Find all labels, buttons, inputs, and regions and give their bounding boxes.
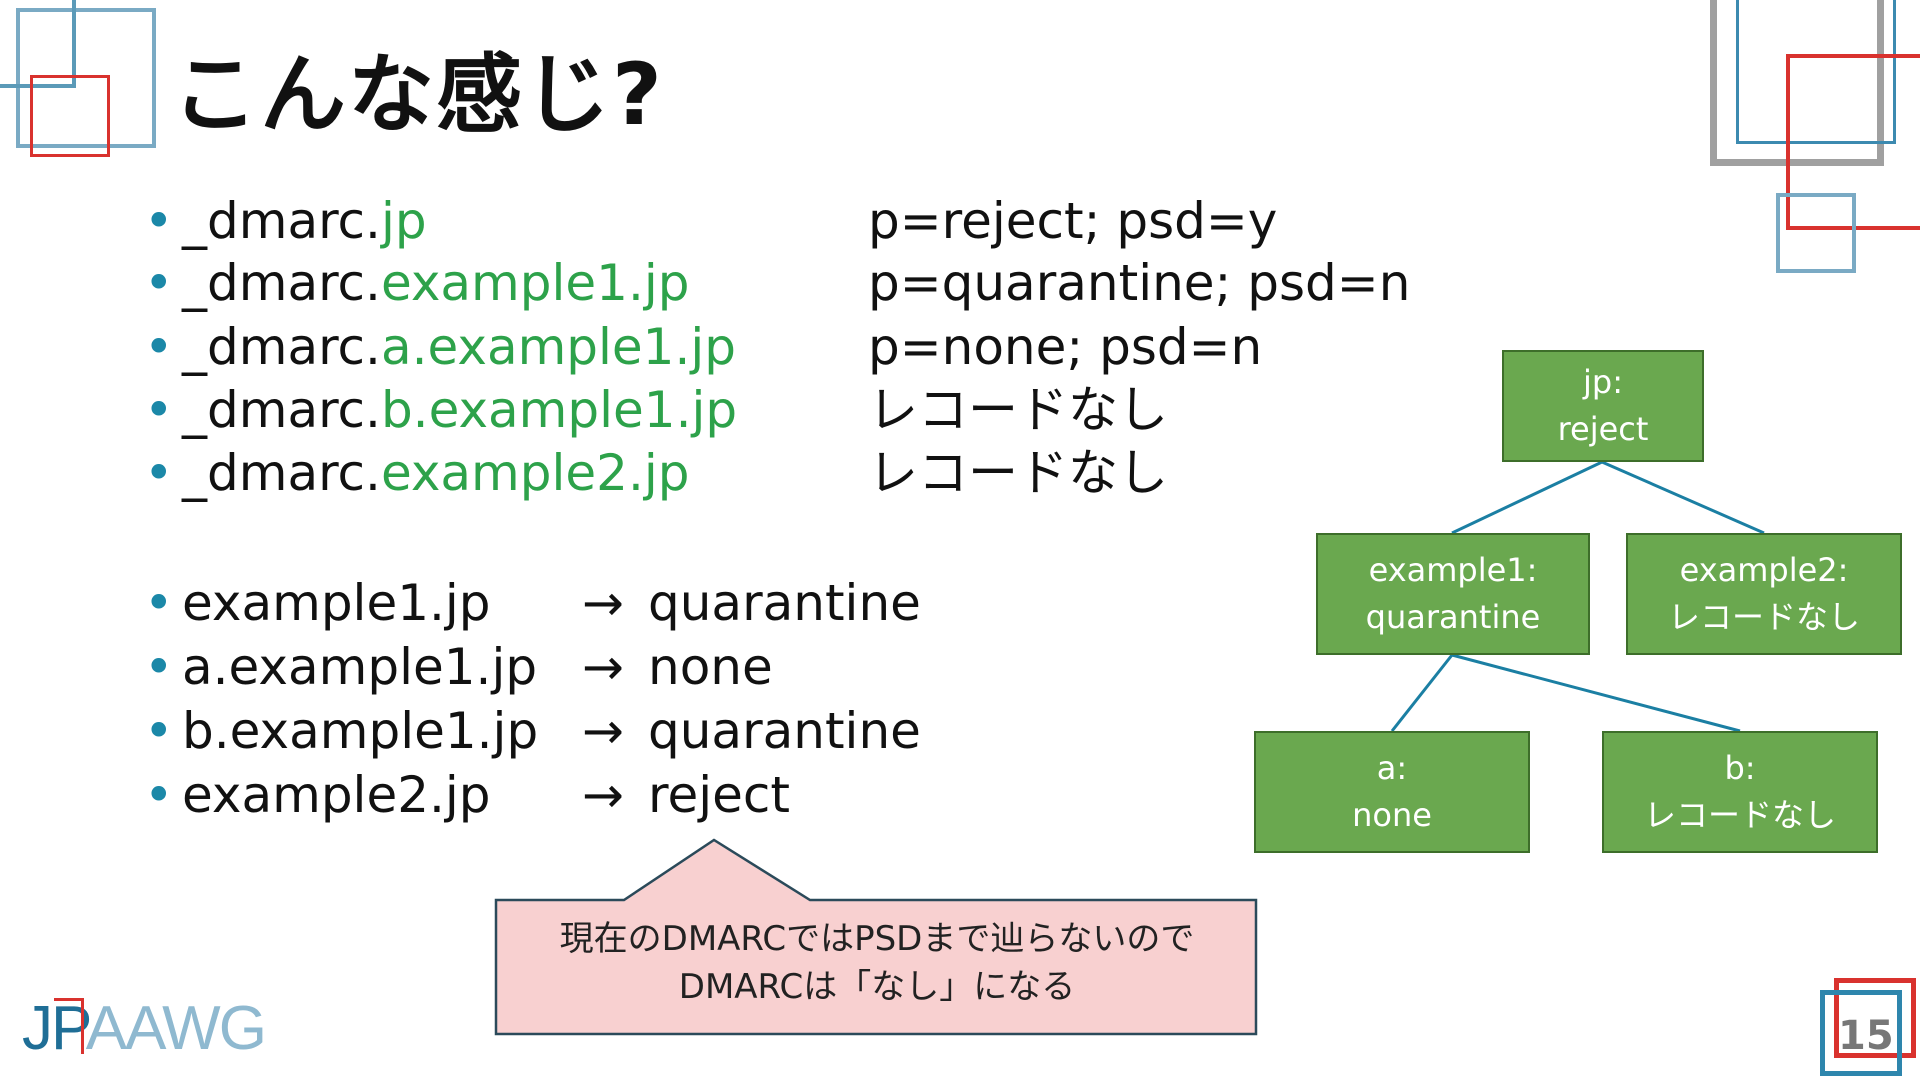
arrow-right-icon: → [582,574,624,632]
bullet-icon: • [144,381,174,439]
record-value: レコードなし [868,444,1168,502]
record-domain: example2.jp [380,444,690,502]
arrow-right-icon: → [582,766,624,824]
tree-node-b: b: レコードなし [1602,731,1878,853]
edge-example1-b [1451,653,1741,733]
deco-square-blue-1 [16,8,156,148]
page-number-frame-blue [1820,990,1902,1076]
bullet-icon: • [144,254,174,312]
node-name: example1: [1368,551,1538,589]
list-item: •example1.jp [144,578,491,628]
callout-text: 現在のDMARCではPSDまで辿らないので DMARCは「なし」になる [498,915,1256,1011]
record-value: レコードなし [868,381,1168,439]
node-policy: reject [1557,410,1649,448]
list-item: •b.example1.jp [144,706,538,756]
page-title: こんな感じ? [172,45,664,145]
result-policy: quarantine [648,574,921,632]
deco-square-blue-3 [1736,0,1896,144]
jpaawg-logo: JPAAWG [22,998,267,1060]
bullet-icon: • [144,766,174,824]
list-item: •example2.jp [144,770,491,820]
result-policy: quarantine [648,702,921,760]
record-prefix: _dmarc. [182,192,381,250]
record-domain: b.example1.jp [380,381,738,439]
list-item: •_dmarc.example2.jp [144,448,689,498]
list-item: •_dmarc.a.example1.jp [144,322,736,372]
record-value: p=quarantine; psd=n [868,254,1411,312]
deco-square-blue-2 [0,0,76,88]
node-policy: quarantine [1365,598,1541,636]
result-domain: b.example1.jp [182,702,539,760]
record-domain: example1.jp [380,254,690,312]
list-item: •_dmarc.example1.jp [144,258,689,308]
deco-square-red [30,75,110,157]
edge-root-example1 [1451,460,1603,535]
arrow-right-icon: → [582,638,624,696]
node-policy: レコードなし [1667,598,1860,636]
edge-example1-a [1390,654,1454,732]
callout-line-2: DMARCは「なし」になる [678,967,1076,1007]
node-policy: レコードなし [1643,796,1836,834]
deco-square-blue-4 [1776,193,1856,273]
tree-node-a: a: none [1254,731,1530,853]
record-prefix: _dmarc. [182,444,381,502]
logo-red-mark [54,998,84,1054]
record-domain: jp [380,192,427,250]
tree-node-example1: example1: quarantine [1316,533,1590,655]
node-name: example2: [1679,551,1849,589]
bullet-icon: • [144,638,174,696]
list-item: •a.example1.jp [144,642,537,692]
tree-node-example2: example2: レコードなし [1626,533,1902,655]
edge-root-example2 [1601,460,1765,535]
result-domain: example1.jp [182,574,491,632]
record-prefix: _dmarc. [182,254,381,312]
callout-line-1: 現在のDMARCではPSDまで辿らないので [559,919,1195,959]
page-number: 15 [1838,1013,1894,1059]
record-value: p=reject; psd=y [868,192,1278,250]
node-name: jp: [1583,363,1623,401]
result-domain: example2.jp [182,766,491,824]
logo-jp: JP [22,994,88,1063]
result-policy: reject [648,766,790,824]
result-domain: a.example1.jp [182,638,538,696]
record-domain: a.example1.jp [380,318,737,376]
record-prefix: _dmarc. [182,318,381,376]
deco-square-gray [1710,0,1884,166]
logo-aawg: AAWG [85,994,267,1063]
node-name: a: [1376,749,1408,787]
bullet-icon: • [144,444,174,502]
record-prefix: _dmarc. [182,381,381,439]
page-number-frame-red [1834,978,1916,1058]
list-item: •_dmarc.b.example1.jp [144,385,737,435]
bullet-icon: • [144,702,174,760]
node-policy: none [1352,796,1432,834]
tree-node-jp: jp: reject [1502,350,1704,462]
bullet-icon: • [144,318,174,376]
bullet-icon: • [144,192,174,250]
arrow-right-icon: → [582,702,624,760]
record-value: p=none; psd=n [868,318,1263,376]
list-item: •_dmarc.jp [144,196,427,246]
bullet-icon: • [144,574,174,632]
result-policy: none [648,638,773,696]
node-name: b: [1724,749,1756,787]
